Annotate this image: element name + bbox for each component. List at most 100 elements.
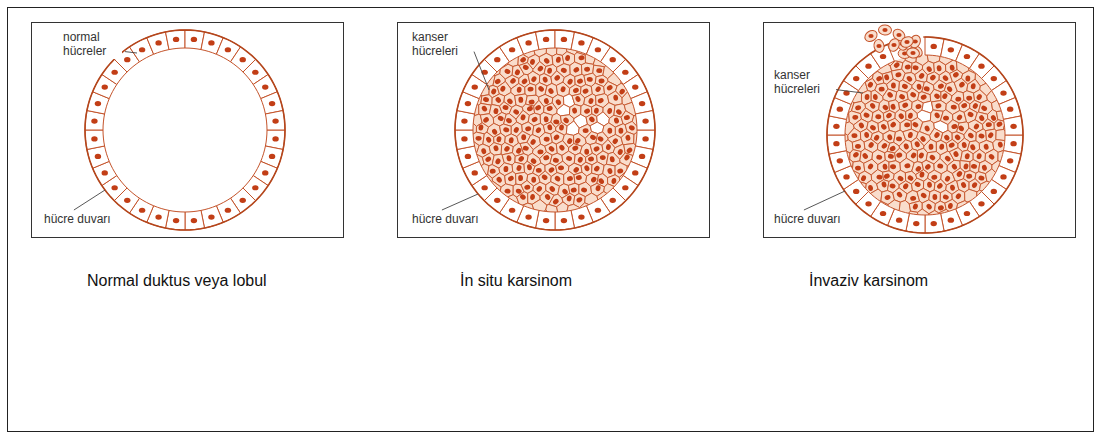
wall-cell	[1003, 116, 1023, 135]
cell-nucleus	[225, 208, 231, 213]
cell-nucleus	[493, 145, 499, 152]
wall-cell	[555, 210, 575, 230]
cell-nucleus	[889, 121, 897, 129]
cell-nucleus	[598, 78, 604, 83]
cell-nucleus	[509, 77, 517, 85]
cell-nucleus	[973, 123, 980, 131]
cell-nucleus	[553, 74, 561, 82]
cell-nucleus	[937, 205, 944, 211]
cell-nucleus	[943, 115, 950, 121]
cell-nucleus	[461, 136, 467, 141]
cell-nucleus	[572, 107, 578, 114]
cell-nucleus	[561, 188, 569, 196]
cell-nucleus	[882, 104, 890, 112]
cell-nucleus	[931, 44, 937, 49]
cell-nucleus	[558, 144, 565, 152]
cell-nucleus	[867, 81, 874, 89]
cell-nucleus	[925, 203, 932, 211]
cell-nucleus	[837, 158, 843, 163]
cell-nucleus	[956, 170, 964, 178]
cell-nucleus	[91, 118, 97, 123]
cell-nucleus	[572, 166, 580, 174]
cell-nucleus	[869, 102, 876, 110]
cell-nucleus	[537, 85, 545, 92]
cell-nucleus	[626, 147, 634, 154]
cell-nucleus	[907, 174, 915, 181]
cell-nucleus	[933, 92, 941, 100]
cell-nucleus	[932, 194, 937, 200]
cell-nucleus	[852, 115, 858, 120]
duct-wall	[827, 37, 1023, 233]
cell-nucleus	[622, 70, 628, 75]
cancer-cell	[899, 35, 915, 50]
cell-nucleus	[582, 88, 590, 95]
cell-nucleus	[524, 184, 531, 190]
cell-nucleus	[960, 102, 967, 109]
panel-box: kanser hücrelerihücre duvarıİnvaziv kars…	[763, 22, 1076, 238]
duct-cross-section	[455, 30, 655, 230]
cell-nucleus	[615, 108, 623, 116]
cell-nucleus	[240, 198, 246, 203]
cell-nucleus	[613, 95, 618, 101]
cell-nucleus	[481, 185, 487, 190]
cell-nucleus	[618, 128, 623, 134]
cell-nucleus	[272, 118, 278, 123]
cell-nucleus	[978, 133, 985, 139]
cell-nucleus	[543, 154, 550, 161]
cell-nucleus	[869, 124, 877, 131]
cell-nucleus	[590, 176, 598, 184]
cell-nucleus	[898, 112, 905, 120]
cell-nucleus	[924, 163, 932, 171]
cell-nucleus	[890, 103, 896, 110]
cell-nucleus	[948, 203, 954, 210]
duct-wall	[455, 30, 655, 230]
cell-nucleus	[521, 134, 526, 140]
cell-nucleus	[955, 192, 962, 200]
cell-nucleus	[885, 112, 893, 120]
leader-line	[442, 194, 478, 210]
cell-nucleus	[991, 76, 997, 81]
cell-nucleus	[574, 137, 581, 145]
wall-cell	[827, 135, 847, 154]
cell-nucleus	[191, 37, 197, 42]
cell-nucleus	[558, 165, 565, 171]
cell-nucleus	[552, 198, 560, 205]
cell-nucleus	[537, 65, 545, 73]
cell-nucleus	[600, 155, 606, 160]
cell-nucleus	[975, 93, 982, 101]
cell-nucleus	[536, 168, 542, 173]
cell-nucleus	[624, 115, 631, 121]
cell-nucleus	[502, 104, 509, 111]
cell-nucleus	[625, 134, 631, 141]
panel-caption: İn situ karsinom	[459, 271, 573, 290]
cell-nucleus	[595, 185, 601, 192]
cell-nucleus	[517, 87, 522, 93]
cell-nucleus	[880, 54, 886, 59]
cell-nucleus	[577, 156, 584, 163]
cell-nucleus	[102, 170, 108, 175]
cell-nucleus	[936, 182, 944, 190]
cell-nucleus	[102, 85, 108, 90]
cell-nucleus	[912, 121, 920, 128]
cell-nucleus	[491, 128, 498, 136]
cell-nucleus	[269, 101, 275, 106]
cell-nucleus	[610, 57, 616, 62]
cell-nucleus	[931, 221, 937, 226]
cell-nucleus	[609, 156, 615, 163]
cell-nucleus	[966, 174, 972, 179]
cell-nucleus	[225, 47, 231, 52]
cell-nucleus	[913, 221, 919, 226]
cell-nucleus	[990, 114, 997, 122]
cell-nucleus	[124, 57, 130, 62]
cell-nucleus	[252, 70, 258, 75]
cell-nucleus	[967, 132, 975, 140]
cell-nucleus	[595, 47, 601, 52]
cell-nucleus	[943, 134, 950, 142]
cell-nucleus	[948, 142, 955, 149]
wall-cell	[265, 110, 285, 130]
cell-nucleus	[503, 145, 511, 153]
cell-nucleus	[642, 118, 648, 123]
cell-nucleus	[860, 175, 867, 182]
cell-nucleus	[936, 65, 941, 71]
